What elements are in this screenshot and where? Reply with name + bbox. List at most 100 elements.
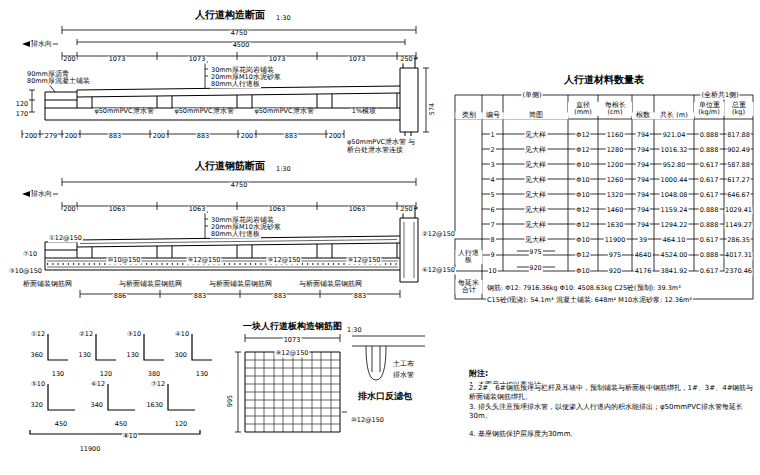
dimension-lines (22, 26, 429, 138)
sidewalk-section (45, 58, 418, 136)
plank-outline (245, 352, 340, 432)
table-cell: 0.617 (699, 237, 720, 244)
dimension-value: 883 (108, 133, 122, 140)
dimension-value: 883 (284, 133, 298, 140)
table-cell: 见大样 (524, 207, 547, 214)
table-cell: 见大样 (524, 237, 547, 244)
dimension-value: 4750 (230, 182, 249, 189)
table-cell: 4640 (634, 252, 653, 259)
table-cell: 1016.32 (660, 147, 689, 154)
table-cell: 902.49 (726, 147, 751, 154)
table-cell: 1294.22 (660, 222, 689, 229)
table-cell: 286.35 (726, 237, 751, 244)
dimension-value: 120 (99, 371, 113, 378)
table-cell: 4017.31 (724, 252, 753, 259)
table-cell: 1048.08 (660, 192, 689, 199)
table-cell: 2 (489, 147, 495, 154)
dimension-value: 1073 (283, 337, 302, 344)
table-cell: 794 (636, 177, 650, 184)
table-cell: 6 (489, 207, 495, 214)
table-cell: 921.04 (662, 132, 687, 139)
part-label: 排水管 (392, 372, 415, 379)
table-header: 单位重 (kg/m) (694, 102, 724, 116)
table-cell: 975 (608, 252, 622, 259)
dimension-value: 450 (54, 421, 68, 428)
table-cell: 1320 (606, 192, 625, 199)
table-cell: 4 (489, 177, 495, 184)
dimension-value: 200 (64, 133, 78, 140)
drain-direction: 排水向 (30, 191, 53, 199)
dimension-value: 120 (15, 101, 29, 108)
dimension-lines (62, 178, 416, 298)
layer-callout: 80mm人行道板 (210, 231, 261, 238)
table-cell: 7 (489, 222, 495, 229)
table-cell: 1260 (606, 177, 625, 184)
table-cell: 1460 (606, 207, 625, 214)
table-cell: 0.617 (699, 268, 720, 275)
rebar-mark: ①12 (30, 331, 46, 338)
pipe-label: φ50mmPVC泄水管 (173, 108, 234, 115)
table-note: (单侧) (521, 92, 542, 99)
rebar-mark: ⑦12 (150, 381, 166, 388)
table-cell: 0.888 (699, 207, 720, 214)
dimension-value: 1073 (348, 56, 367, 63)
rebar-mark: ⑤10 (30, 381, 46, 388)
pipe-label: φ50mmPVC泄水管 (93, 108, 154, 115)
layer-callout: 80mm人行道板 (210, 81, 261, 88)
table-cell: 见大样 (524, 147, 547, 154)
dimension-value: 250 (399, 56, 413, 63)
part-label: 土工布 (392, 361, 415, 368)
notes-heading: 附注: (468, 370, 489, 379)
dimension-value: 320 (30, 402, 44, 409)
dimension-value: 200 (152, 133, 166, 140)
table-cell: 794 (636, 162, 650, 169)
table-cell: 1 (489, 132, 495, 139)
dimension-value: 1073 (268, 56, 287, 63)
table-header: 根数 (632, 112, 654, 119)
table-cell: 1159.24 (660, 207, 689, 214)
rebar-callout: ⑨12@150 (274, 350, 309, 357)
table-cell: Φ10 (575, 237, 590, 244)
dimension-value: 574 (429, 102, 436, 116)
table-header: 总重 (kg) (724, 102, 753, 116)
table-cell: 794 (636, 207, 650, 214)
note-text: 2. 2#、6#钢筋预埋与栏杆及耳墙中，预制铺装与桥面板中钢筋绑扎，1#、3#、… (468, 384, 755, 402)
table-cell: 0.888 (699, 132, 720, 139)
table-cell: 0.888 (699, 147, 720, 154)
table-cell: 0.617 (699, 162, 720, 169)
dimension-value: 1073 (108, 56, 127, 63)
dimension-value: 250 (399, 206, 413, 213)
table-cell: 1000.44 (660, 177, 689, 184)
table-cell: 4176 (634, 268, 653, 275)
dimension-value: 1063 (188, 206, 207, 213)
table-header: 编号 (482, 112, 503, 119)
rebar-mark: ⑥12 (90, 381, 106, 388)
table-cell: Φ12 (575, 147, 590, 154)
table-cell: 0.617 (699, 192, 720, 199)
table-cell: 1160 (606, 132, 625, 139)
dimension-value: 883 (196, 133, 210, 140)
table-title: 人行道材料数量表 (563, 74, 645, 85)
dimension-value: 200 (62, 206, 76, 213)
dimension-value: 130 (195, 371, 209, 378)
table-cell: 见大样 (524, 222, 547, 229)
table-header: 简图 (503, 112, 568, 119)
plank-mesh (245, 352, 340, 432)
scale-note: 1:30 (275, 166, 292, 173)
rebar-dots (47, 263, 398, 265)
table-grid (455, 95, 753, 299)
table-cell: C15砼(现浇): 54.1m³ 混凝土铺装: 648m² M10水泥砂浆: 1… (486, 297, 693, 304)
table-cell: 见大样 (524, 177, 547, 184)
rebar-callout: ③10@150 (8, 268, 43, 275)
dimension-value: 200 (240, 133, 254, 140)
dimension-value: 1063 (268, 206, 287, 213)
dimension-value: 279 (44, 133, 58, 140)
dimension-value: 360 (30, 352, 44, 359)
table-cell: Φ10 (575, 177, 590, 184)
table-cell: 920 (608, 268, 622, 275)
table-cell: Φ12 (575, 252, 590, 259)
table-cell: 587.88 (726, 162, 751, 169)
table-cell: 817.88 (726, 132, 751, 139)
drain-detail (352, 336, 425, 380)
